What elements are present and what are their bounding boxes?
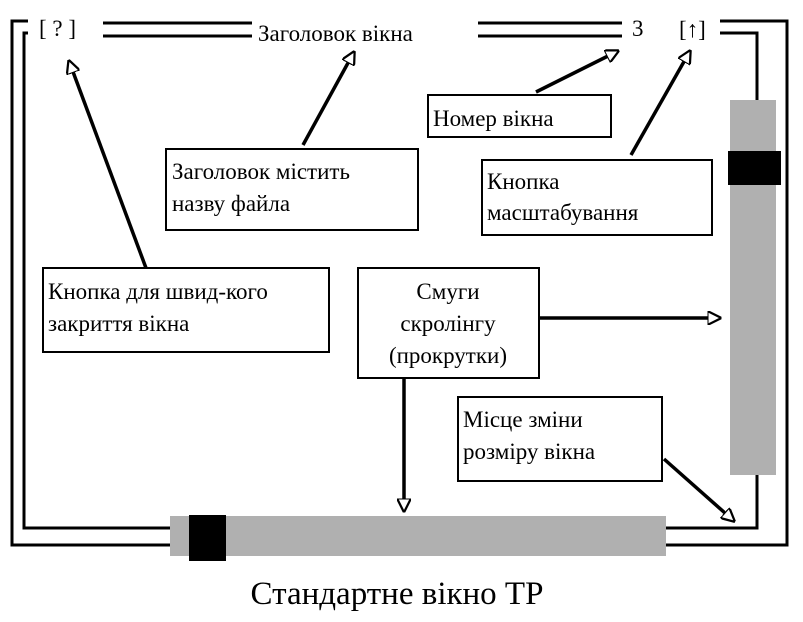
window-frame-outer	[10, 19, 789, 547]
arrow-to-window-title	[301, 52, 354, 146]
arrow-to-resize-corner	[662, 457, 734, 521]
callout-resize-corner: Місце зміни розміру вікна	[457, 396, 663, 482]
callout-scroll-line-3: (прокрутки)	[389, 343, 507, 368]
horizontal-scroll-thumb[interactable]	[189, 515, 226, 561]
callout-zoom-button: Кнопка масштабування	[481, 159, 713, 236]
callout-close-line-2: закриття вікна	[48, 311, 189, 336]
callout-scroll-line-1: Смуги	[416, 279, 479, 304]
vertical-scroll-thumb[interactable]	[728, 151, 781, 185]
callout-number-line-1: Номер вікна	[433, 106, 554, 131]
window-title: Заголовок вікна	[258, 21, 413, 46]
arrow-to-close-button	[69, 61, 148, 269]
callout-scroll-line-2: скролінгу	[400, 311, 496, 336]
horizontal-scrollbar[interactable]	[170, 516, 666, 556]
callout-scrollbars: Смуги скролінгу (прокрутки)	[357, 267, 540, 379]
diagram-caption: Стандартне вікно ТР	[251, 576, 544, 612]
callout-title-info: Заголовок містить назву файла	[165, 148, 419, 231]
close-button[interactable]: [ ? ]	[39, 16, 76, 41]
callout-resize-line-2: розміру вікна	[463, 439, 595, 464]
callout-title-line-1: Заголовок містить	[172, 159, 350, 184]
callout-zoom-line-2: масштабування	[487, 200, 639, 225]
callout-zoom-line-1: Кнопка	[487, 169, 560, 194]
window-frame-inner	[22, 31, 759, 530]
callout-resize-line-1: Місце зміни	[463, 407, 583, 432]
title-bar-lines	[103, 21, 622, 38]
callout-close-line-1: Кнопка для швид-кого	[48, 279, 268, 304]
callout-title-line-2: назву файла	[172, 191, 290, 216]
callout-window-number: Номер вікна	[427, 94, 612, 138]
callout-close-button: Кнопка для швид-кого закриття вікна	[42, 267, 330, 353]
arrow-to-window-number	[535, 51, 618, 94]
arrow-to-zoom-button	[629, 51, 690, 156]
window-number: 3	[632, 16, 644, 41]
zoom-button[interactable]: [↑]	[679, 17, 706, 42]
